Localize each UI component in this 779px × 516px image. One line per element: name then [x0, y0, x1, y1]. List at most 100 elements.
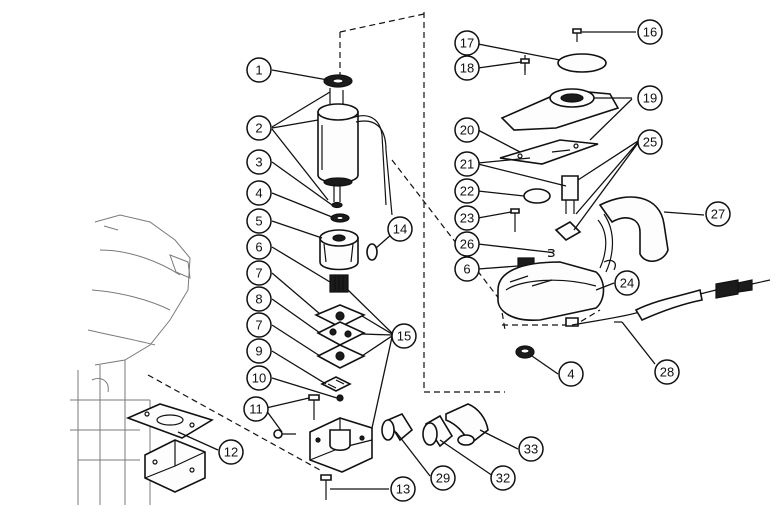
callout-circle	[490, 465, 516, 491]
callout-number: 17	[460, 36, 474, 51]
callout-number: 25	[643, 135, 657, 150]
callout-c6a: 6	[246, 234, 272, 260]
callout-number: 22	[460, 184, 474, 199]
callout-number: 7	[255, 266, 262, 281]
assembly-lines	[147, 12, 601, 471]
callout-number: 3	[255, 155, 262, 170]
callout-number: 6	[463, 262, 470, 277]
callout-c2: 2	[246, 115, 272, 141]
callout-circle	[654, 359, 680, 385]
callout-circle	[246, 234, 272, 260]
callout-number: 12	[224, 445, 238, 460]
callout-number: 4	[255, 186, 262, 201]
callout-c11: 11	[243, 396, 269, 422]
callout-circle	[558, 361, 584, 387]
mounting-plate	[125, 403, 214, 493]
callout-c6b: 6	[454, 256, 480, 282]
callout-c16: 16	[637, 19, 663, 45]
callout-circle	[430, 465, 456, 491]
callout-circle	[454, 30, 480, 56]
callout-number: 23	[460, 211, 474, 226]
callout-circle	[518, 436, 544, 462]
callout-circle	[454, 117, 480, 143]
callout-c12: 12	[218, 439, 244, 465]
callout-number: 18	[460, 61, 474, 76]
callout-number: 8	[255, 292, 262, 307]
callout-c32: 32	[490, 465, 516, 491]
callout-circle	[246, 260, 272, 286]
callout-number: 6	[255, 240, 262, 255]
callout-circle	[637, 19, 663, 45]
callout-circle	[246, 365, 272, 391]
callout-number: 21	[460, 157, 474, 172]
callout-circle	[246, 149, 272, 175]
callout-number: 4	[567, 367, 574, 382]
callout-circle	[218, 439, 244, 465]
callout-number: 20	[460, 123, 474, 138]
callout-c22: 22	[454, 178, 480, 204]
callout-circle	[454, 151, 480, 177]
callout-c17: 17	[454, 30, 480, 56]
callout-c9: 9	[246, 338, 272, 364]
callout-c28: 28	[654, 359, 680, 385]
callout-number: 28	[660, 365, 674, 380]
callout-c1: 1	[246, 57, 272, 83]
callout-number: 14	[393, 222, 407, 237]
callout-number: 2	[255, 121, 262, 136]
callout-number: 13	[396, 482, 410, 497]
callout-circle	[391, 323, 417, 349]
callout-number: 26	[460, 237, 474, 252]
toilet-bowl-outline	[70, 214, 191, 505]
callout-circle	[454, 178, 480, 204]
control-assembly	[497, 28, 771, 359]
callout-c3: 3	[246, 149, 272, 175]
callout-c15: 15	[391, 323, 417, 349]
discharge-fittings	[381, 403, 489, 448]
callout-c14: 14	[387, 216, 413, 242]
callout-circle	[454, 231, 480, 257]
callout-c19: 19	[637, 85, 663, 111]
callout-number: 16	[643, 25, 657, 40]
callout-c23: 23	[454, 205, 480, 231]
callout-number: 32	[496, 471, 510, 486]
callout-c18: 18	[454, 55, 480, 81]
callout-c13: 13	[390, 476, 416, 502]
callout-c24: 24	[614, 270, 640, 296]
callout-c33: 33	[518, 436, 544, 462]
callout-number: 1	[255, 63, 262, 78]
callout-number: 29	[436, 471, 450, 486]
callout-circle	[243, 396, 269, 422]
callout-number: 27	[711, 207, 725, 222]
callout-c27: 27	[705, 201, 731, 227]
callout-circle	[637, 85, 663, 111]
callout-badges: 1234567879101112131415161718192021222324…	[218, 19, 731, 502]
callout-number: 33	[524, 442, 538, 457]
leader-lines	[177, 31, 705, 490]
callout-c20: 20	[454, 117, 480, 143]
callout-c4a: 4	[246, 180, 272, 206]
callout-number: 24	[620, 276, 634, 291]
callout-circle	[387, 216, 413, 242]
callout-number: 7	[255, 318, 262, 333]
callout-number: 5	[255, 214, 262, 229]
callout-circle	[246, 312, 272, 338]
callout-circle	[246, 208, 272, 234]
callout-c25: 25	[637, 129, 663, 155]
callout-number: 9	[255, 344, 262, 359]
callout-number: 19	[643, 91, 657, 106]
callout-circle	[246, 115, 272, 141]
callout-number: 11	[249, 402, 263, 417]
callout-circle	[246, 180, 272, 206]
callout-circle	[637, 129, 663, 155]
callout-circle	[246, 338, 272, 364]
callout-circle	[614, 270, 640, 296]
callout-circle	[454, 256, 480, 282]
callout-circle	[454, 205, 480, 231]
callout-c4b: 4	[558, 361, 584, 387]
pump-stack	[273, 74, 393, 500]
callout-circle	[246, 57, 272, 83]
callout-number: 15	[397, 329, 411, 344]
callout-c10: 10	[246, 365, 272, 391]
